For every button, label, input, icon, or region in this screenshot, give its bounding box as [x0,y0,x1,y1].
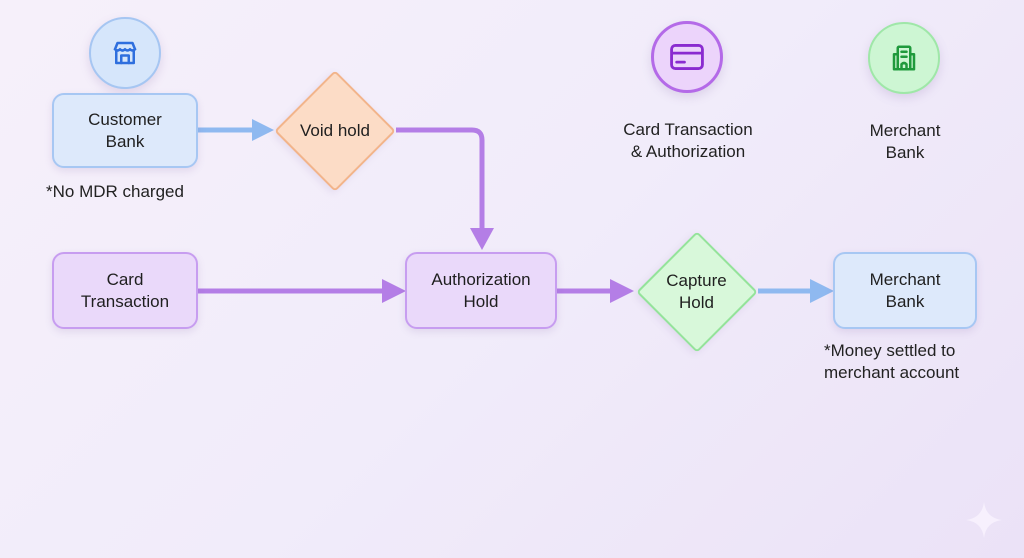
note-money-settled: *Money settled to merchant account [824,341,960,382]
edge-void-hold-to-authorization-hold [396,127,494,250]
edge-authorization-hold-to-capture-hold [557,279,634,303]
node-card-transaction[interactable]: Card Transaction [52,252,198,329]
node-capture-hold-label: Capture Hold [666,270,727,312]
store-icon [113,41,137,65]
node-void-hold-label: Void hold [300,121,370,140]
node-void-hold[interactable]: Void hold [274,70,396,192]
credit-card-icon [670,44,704,70]
edge-card-transaction-to-authorization-hold [198,279,406,303]
node-customer-bank-label: Customer Bank [88,109,162,151]
edge-capture-hold-to-merchant-bank [758,279,834,303]
node-merchant-bank[interactable]: Merchant Bank [833,252,977,329]
node-authorization-hold[interactable]: Authorization Hold [405,252,557,329]
note-no-mdr: *No MDR charged [46,182,184,201]
node-capture-hold[interactable]: Capture Hold [635,230,758,353]
sparkle-icon [966,502,1002,538]
legend-caption-merchant-bank: Merchant Bank [869,121,941,162]
node-customer-bank[interactable]: Customer Bank [52,93,198,168]
card-transaction-icon-badge [651,21,723,93]
building-icon [892,45,916,71]
node-merchant-bank-label: Merchant Bank [869,269,941,311]
legend-caption-card-transaction: Card Transaction & Authorization [623,120,753,161]
node-authorization-hold-label: Authorization Hold [431,269,531,311]
edge-customer-bank-to-void-hold [198,119,274,141]
customer-bank-icon-badge [89,17,161,89]
node-card-transaction-label: Card Transaction [80,269,170,311]
merchant-bank-icon-badge [868,22,940,94]
